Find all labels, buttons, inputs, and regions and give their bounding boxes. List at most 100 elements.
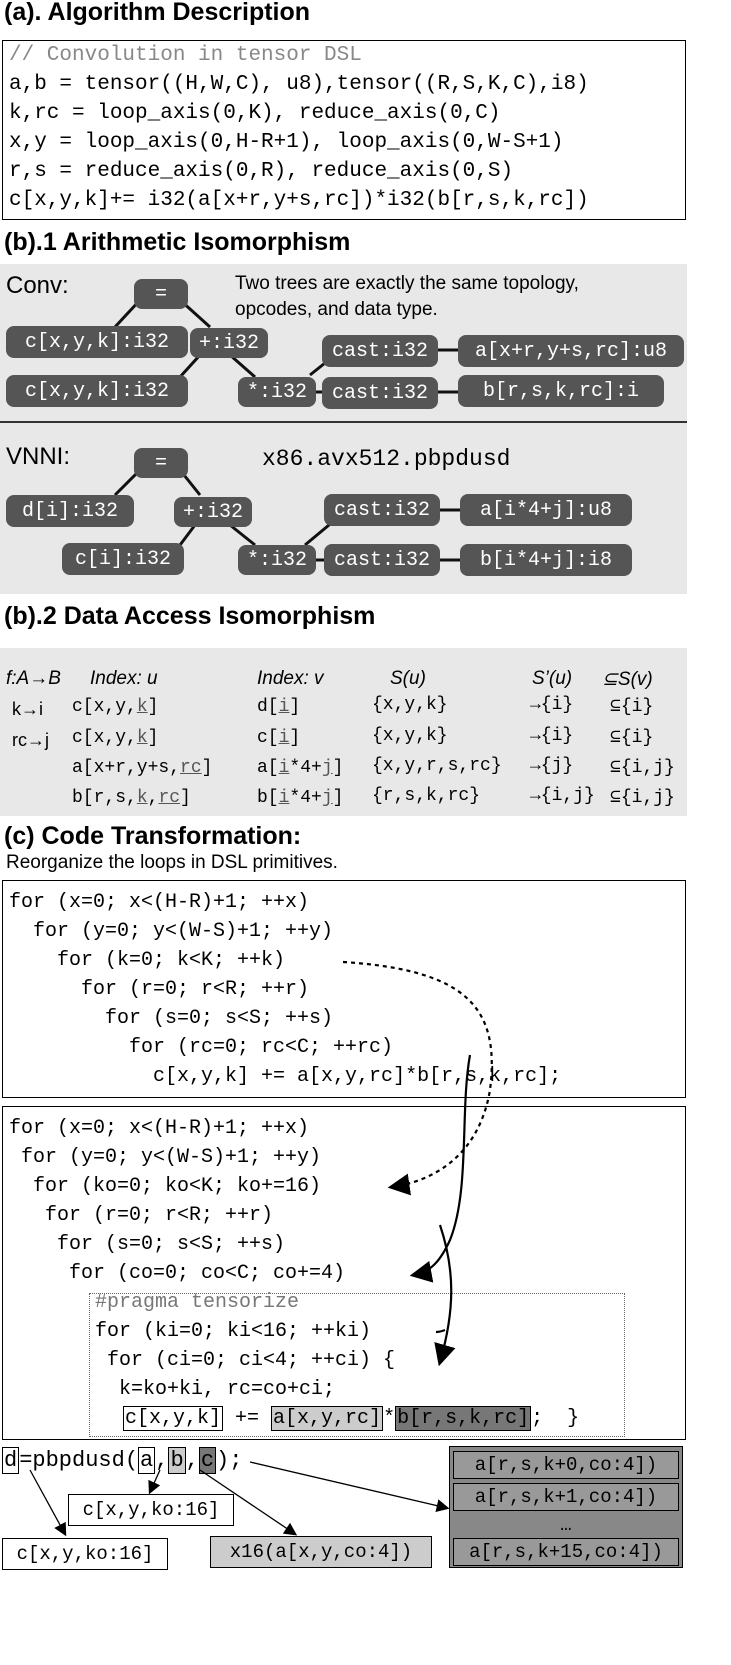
vnni-add-node: +:i32 [174, 497, 252, 527]
conv-assign-node: = [134, 279, 188, 309]
loop-line: for (rc=0; rc<C; ++rc) [9, 1036, 394, 1059]
header-sv: ⊆S(v) [602, 669, 653, 690]
conv-add-node: +:i32 [190, 328, 268, 358]
table-row-sv: ⊆{i} [610, 728, 654, 748]
arg-a-broadcast: x16(a[x,y,co:4]) [210, 1536, 432, 1568]
arg-accumulator-tile: c[x,y,ko:16] [68, 1494, 234, 1526]
loop-line: for (s=0; s<S; ++s) [9, 1233, 286, 1256]
table-row-sv: ⊆{i} [610, 697, 654, 717]
conv-cast-a-node: cast:i32 [322, 335, 438, 367]
table-row-spu: →{j} [530, 756, 574, 776]
table-row-index-v: a[i*4+j] [257, 758, 344, 778]
table-row-mapping: k→i [12, 699, 43, 719]
tensorize-region [89, 1293, 625, 1437]
table-row-index-u: c[x,y,k] [72, 728, 159, 748]
vnni-accumulator-node: c[i]:i32 [62, 543, 184, 575]
conv-label: Conv: [6, 272, 69, 299]
code-line: r,s = reduce_axis(0,R), reduce_axis(0,S) [9, 160, 514, 183]
inner-loop-line: for (ci=0; ci<4; ++ci) { [95, 1349, 396, 1372]
stmt-output-operand: c[x,y,k] [123, 1406, 224, 1431]
b-matrix-ellipsis: … [560, 1514, 572, 1536]
code-line: c[x,y,k]+= i32(a[x+r,y+s,rc])*i32(b[r,s,… [9, 189, 589, 212]
conv-cast-b-node: cast:i32 [322, 377, 438, 409]
table-row-mapping: rc→j [12, 730, 49, 750]
loop-line: for (co=0; co<C; co+=4) [9, 1262, 346, 1285]
section-a-heading: (a). Algorithm Description [4, 0, 311, 26]
code-comment: // Convolution in tensor DSL [9, 44, 362, 67]
table-row-index-v: c[i] [257, 728, 301, 748]
table-row-su: {x,y,k} [372, 695, 448, 715]
header-mapping: f:A→B [6, 668, 61, 689]
intrinsic-call: d=pbpdusd(a,b,c); [2, 1447, 243, 1474]
inner-loop-line: for (ki=0; ki<16; ++ki) [95, 1320, 372, 1343]
tensorized-statement: c[x,y,k] += a[x,y,rc]*b[r,s,k,rc]; } [123, 1406, 580, 1431]
section-c-subheading: Reorganize the loops in DSL primitives. [6, 852, 338, 873]
table-row-su: {r,s,k,rc} [372, 786, 481, 806]
call-arg-c: c [198, 1447, 217, 1474]
call-output-d: d [2, 1447, 20, 1474]
call-arg-b: b [168, 1447, 186, 1474]
loop-line: for (r=0; r<R; ++r) [9, 1204, 274, 1227]
table-row-su: {x,y,k} [372, 726, 448, 746]
table-row-spu: →{i} [530, 695, 574, 715]
conv-input-b-node: b[r,s,k,rc]:i [458, 375, 664, 407]
table-row-sv: ⊆{i,j} [610, 788, 675, 808]
table-row-index-u: a[x+r,y+s,rc] [72, 758, 213, 778]
code-line: a,b = tensor((H,W,C), u8),tensor((R,S,K,… [9, 73, 589, 96]
conv-output-node: c[x,y,k]:i32 [6, 326, 188, 358]
conv-input-a-node: a[x+r,y+s,rc]:u8 [458, 335, 684, 367]
pragma-line: #pragma tensorize [95, 1291, 300, 1314]
vnni-cast-b-node: cast:i32 [324, 544, 440, 576]
header-su: S(u) [390, 668, 426, 689]
vnni-cast-a-node: cast:i32 [324, 494, 440, 526]
algorithm-code-box: // Convolution in tensor DSL a,b = tenso… [2, 40, 686, 220]
table-row-spu: →{i} [530, 726, 574, 746]
table-row-index-u: b[r,s,k,rc] [72, 788, 191, 808]
code-line: x,y = loop_axis(0,H-R+1), loop_axis(0,W-… [9, 131, 564, 154]
table-row-index-u: c[x,y,k] [72, 697, 159, 717]
vnni-input-b-node: b[i*4+j]:i8 [460, 544, 632, 576]
conv-accumulator-node: c[x,y,k]:i32 [6, 375, 188, 407]
table-row-spu: →{i,j} [530, 786, 595, 806]
vnni-intrinsic-name: x86.avx512.pbpdusd [262, 446, 511, 472]
b-matrix-row: a[r,s,k+1,co:4]) [453, 1483, 679, 1511]
loop-line: for (x=0; x<(H-R)+1; ++x) [9, 891, 310, 914]
loop-line: for (k=0; k<K; ++k) [9, 949, 286, 972]
arg-output-tile: c[x,y,ko:16] [2, 1538, 168, 1570]
loop-line: for (y=0; y<(W-S)+1; ++y) [9, 920, 334, 943]
loop-line: for (r=0; r<R; ++r) [9, 978, 310, 1001]
vnni-multiply-node: *:i32 [238, 545, 316, 575]
table-row-index-v: d[i] [257, 697, 301, 717]
stmt-operand-b: b[r,s,k,rc] [395, 1406, 532, 1431]
inner-loop-line: k=ko+ki, rc=co+ci; [95, 1378, 336, 1401]
call-arg-a: a [138, 1447, 156, 1474]
table-row-sv: ⊆{i,j} [610, 758, 675, 778]
conv-multiply-node: *:i32 [238, 377, 316, 407]
loop-line: for (x=0; x<(H-R)+1; ++x) [9, 1117, 310, 1140]
stmt-operand-a: a[x,y,rc] [271, 1406, 384, 1431]
vnni-assign-node: = [134, 448, 188, 478]
section-b2-heading: (b).2 Data Access Isomorphism [4, 602, 376, 630]
isomorphism-note-line2: opcodes, and data type. [235, 299, 438, 320]
tiled-loop-box: for (x=0; x<(H-R)+1; ++x) for (y=0; y<(W… [2, 1106, 686, 1440]
table-row-su: {x,y,r,s,rc} [372, 756, 502, 776]
section-c-heading: (c) Code Transformation: [4, 822, 302, 850]
code-line: k,rc = loop_axis(0,K), reduce_axis(0,C) [9, 102, 501, 125]
loop-body-line: c[x,y,k] += a[x,y,rc]*b[r,s,k,rc]; [9, 1065, 562, 1088]
b-matrix-row: a[r,s,k+0,co:4]) [453, 1451, 679, 1479]
data-access-panel [0, 648, 687, 816]
loop-line: for (s=0; s<S; ++s) [9, 1007, 334, 1030]
isomorphism-note-line1: Two trees are exactly the same topology, [235, 273, 579, 294]
loop-line: for (ko=0; ko<K; ko+=16) [9, 1175, 322, 1198]
b-matrix-row: a[r,s,k+15,co:4]) [453, 1538, 679, 1566]
header-index-v: Index: v [257, 668, 324, 689]
header-index-u: Index: u [90, 668, 158, 689]
header-spu: S’(u) [532, 668, 573, 689]
original-loop-box: for (x=0; x<(H-R)+1; ++x) for (y=0; y<(W… [2, 880, 686, 1098]
loop-line: for (y=0; y<(W-S)+1; ++y) [9, 1146, 322, 1169]
vnni-output-node: d[i]:i32 [6, 495, 134, 527]
vnni-label: VNNI: [6, 443, 71, 470]
vnni-input-a-node: a[i*4+j]:u8 [460, 494, 632, 526]
panel-divider [0, 421, 687, 423]
section-b1-heading: (b).1 Arithmetic Isomorphism [4, 228, 351, 256]
